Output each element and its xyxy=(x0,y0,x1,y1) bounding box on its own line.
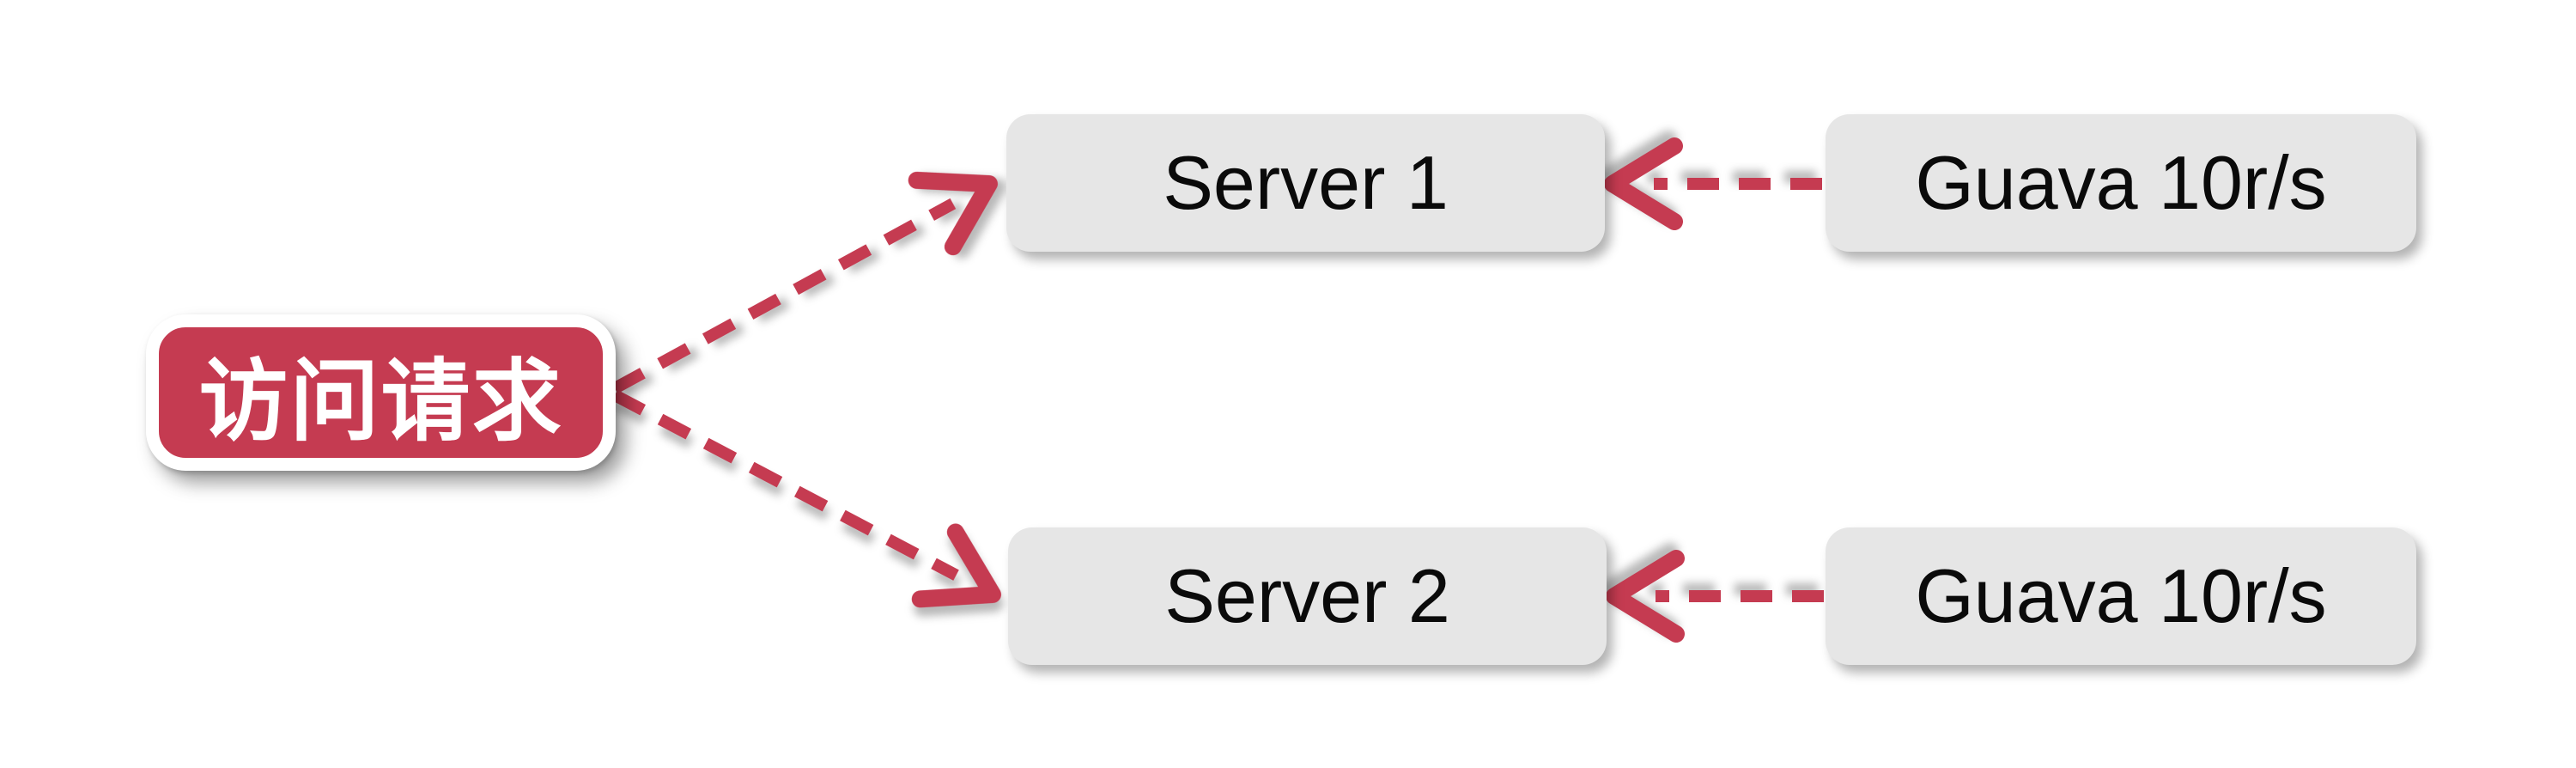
dashed-arrow-source-to-server-2 xyxy=(611,389,1001,608)
access-request-node: 访问请求 xyxy=(146,314,616,471)
dashed-arrow-limiter-2-to-server-2 xyxy=(1606,550,1824,643)
rate-limiter-1-node: Guava 10r/s xyxy=(1826,114,2416,252)
server-2-node: Server 2 xyxy=(1008,527,1607,665)
dashed-arrow-source-to-server-1 xyxy=(611,171,998,394)
rate-limiter-2-node: Guava 10r/s xyxy=(1826,527,2416,665)
dashed-arrow-limiter-1-to-server-1 xyxy=(1604,137,1822,230)
server-1-node: Server 1 xyxy=(1006,114,1605,252)
rate-limiter-2-label: Guava 10r/s xyxy=(1915,553,2327,638)
server-1-label: Server 1 xyxy=(1163,140,1449,225)
server-2-label: Server 2 xyxy=(1164,553,1450,638)
access-request-label: 访问请求 xyxy=(198,351,563,452)
rate-limiter-1-label: Guava 10r/s xyxy=(1915,140,2327,225)
